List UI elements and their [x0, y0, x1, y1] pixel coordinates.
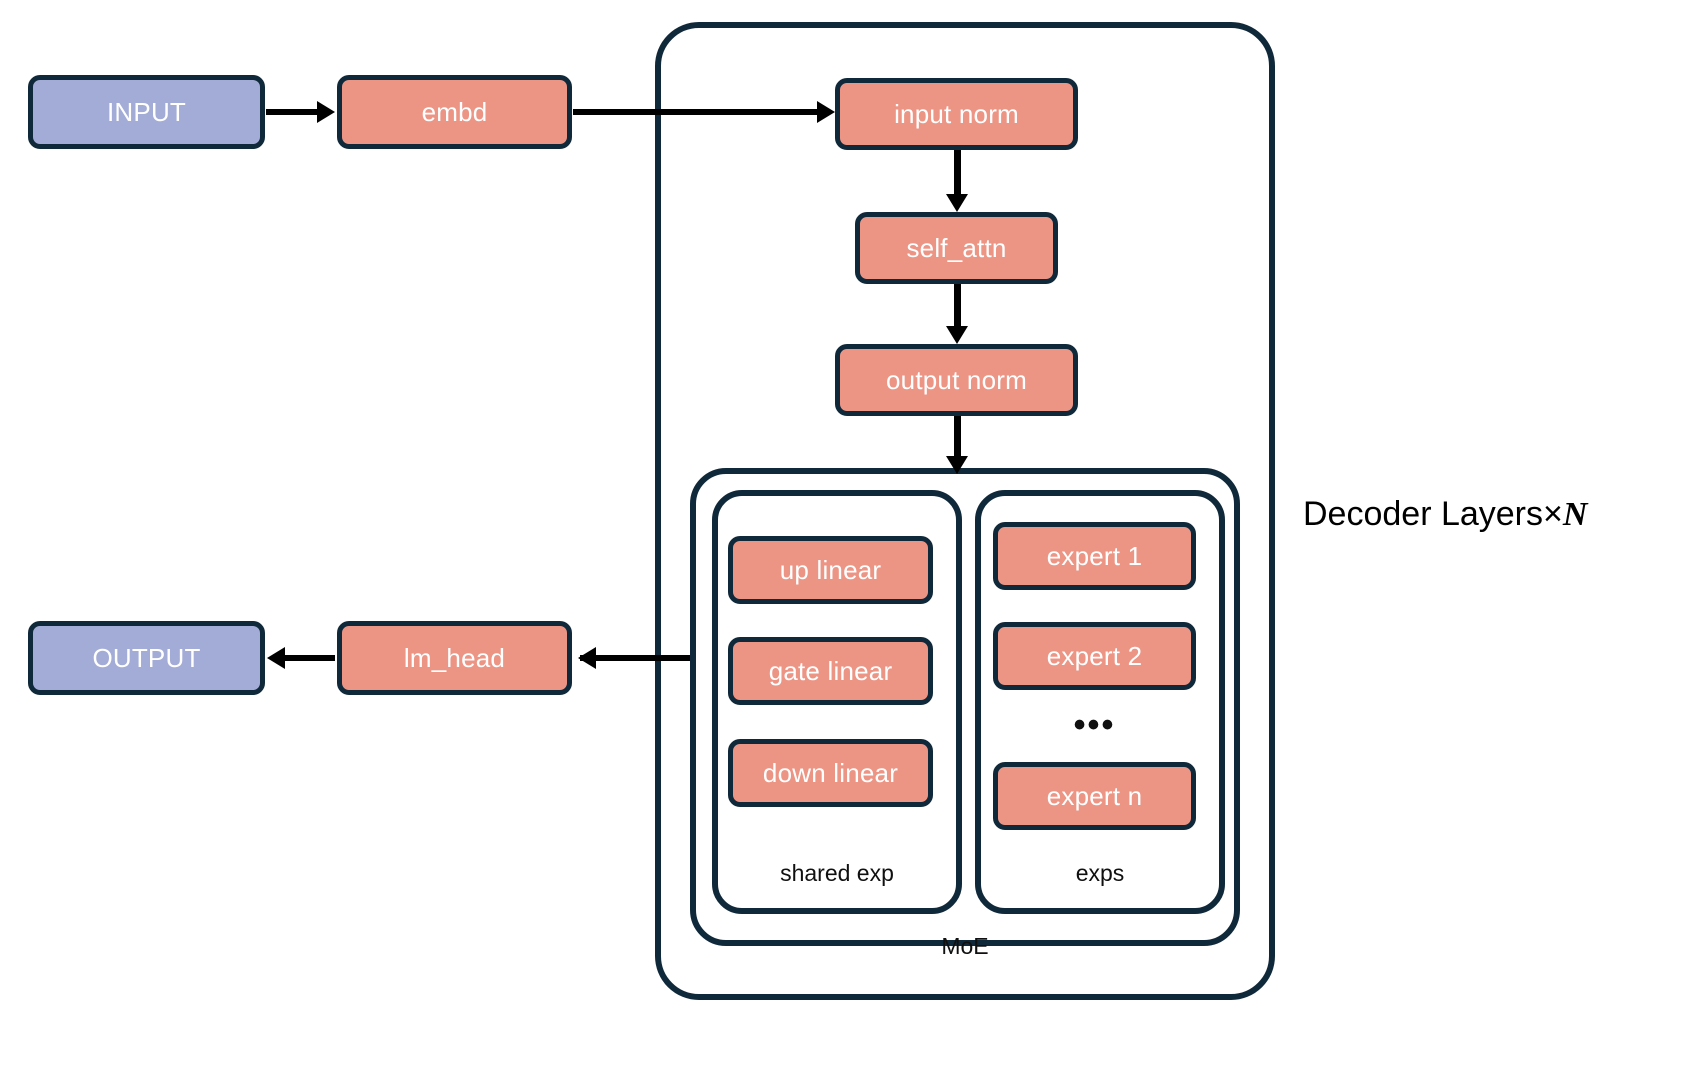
connector-self-attn-to-output-norm [954, 284, 961, 330]
connector-lm-head-to-output [277, 655, 335, 661]
connector-embd-to-input-norm [573, 109, 820, 115]
connector-output-norm-to-moe [954, 416, 961, 464]
moe-caption: MoE [941, 933, 989, 959]
node-gate-linear[interactable]: gate linear [728, 637, 933, 705]
node-self-attn-label: self_attn [906, 233, 1007, 263]
node-up-linear-label: up linear [779, 555, 882, 585]
node-up-linear[interactable]: up linear [728, 536, 933, 604]
node-expert-1-label: expert 1 [1046, 541, 1143, 571]
node-input-label: INPUT [107, 97, 186, 127]
node-expert-n[interactable]: expert n [993, 762, 1196, 830]
exps-container [975, 490, 1225, 914]
shared-exp-caption: shared exp [780, 860, 894, 886]
node-expert-2[interactable]: expert 2 [993, 622, 1196, 690]
node-expert-1[interactable]: expert 1 [993, 522, 1196, 590]
decoder-layers-count-var: N [1562, 496, 1588, 533]
node-output-label: OUTPUT [92, 643, 201, 673]
arrow-embd-to-input-norm [817, 101, 835, 123]
node-expert-n-label: expert n [1046, 781, 1143, 811]
decoder-layers-container [655, 22, 1275, 1000]
arrow-output-norm-to-moe [946, 456, 968, 474]
connector-input-to-embd [266, 109, 319, 115]
node-embd[interactable]: embd [337, 75, 572, 149]
node-down-linear-label: down linear [762, 758, 899, 788]
node-output[interactable]: OUTPUT [28, 621, 265, 695]
node-lm-head-label: lm_head [403, 643, 506, 673]
node-expert-2-label: expert 2 [1046, 641, 1143, 671]
node-lm-head[interactable]: lm_head [337, 621, 572, 695]
node-down-linear[interactable]: down linear [728, 739, 933, 807]
arrow-lm-head-to-output [267, 647, 285, 669]
node-input-norm[interactable]: input norm [835, 78, 1078, 150]
node-embd-label: embd [421, 97, 488, 127]
node-output-norm[interactable]: output norm [835, 344, 1078, 416]
connector-decoder-to-lm-head [580, 655, 690, 661]
shared-exp-container [712, 490, 962, 914]
node-input[interactable]: INPUT [28, 75, 265, 149]
node-gate-linear-label: gate linear [768, 656, 893, 686]
arrow-decoder-to-lm-head [578, 647, 596, 669]
node-output-norm-label: output norm [886, 365, 1027, 395]
arrow-input-norm-to-self-attn [946, 194, 968, 212]
node-input-norm-label: input norm [894, 99, 1019, 129]
decoder-layers-text: Decoder Layers× [1303, 495, 1563, 533]
exps-caption: exps [1075, 860, 1125, 886]
connector-input-norm-to-self-attn [954, 150, 961, 198]
node-self-attn[interactable]: self_attn [855, 212, 1058, 284]
arrow-input-to-embd [317, 101, 335, 123]
decoder-layers-label: Decoder Layers×N [1303, 497, 1587, 532]
arrow-self-attn-to-output-norm [946, 326, 968, 344]
experts-ellipsis: ••• [1073, 706, 1116, 744]
